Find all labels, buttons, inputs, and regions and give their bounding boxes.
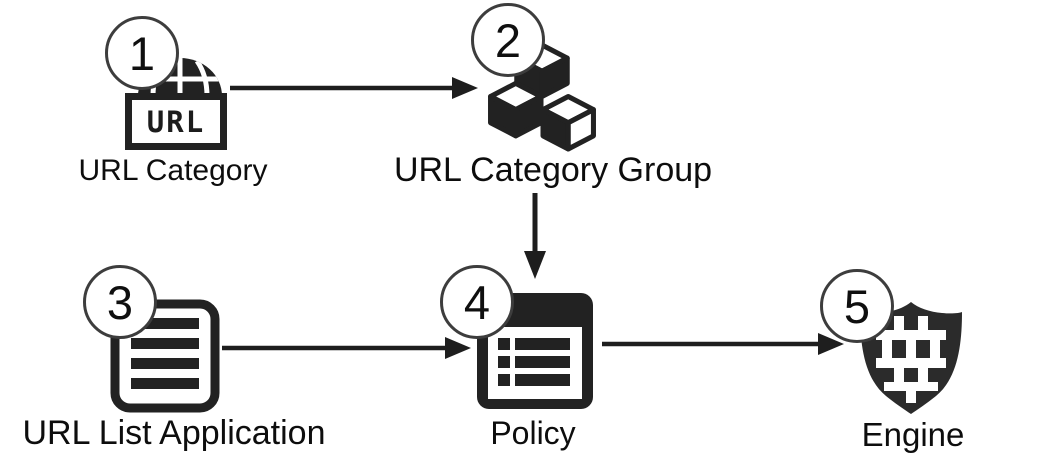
url-box-text: URL	[146, 104, 206, 139]
document-list-icon	[110, 299, 220, 413]
cubes-group-icon	[488, 42, 596, 152]
node-label-url-category-group: URL Category Group	[393, 151, 713, 189]
node-label-url-list-application: URL List Application	[22, 414, 326, 452]
node-label-engine: Engine	[861, 416, 965, 453]
step-badge-1: 1	[105, 16, 179, 90]
step-number: 5	[843, 279, 871, 333]
arrow-list-application-to-policy	[222, 337, 471, 359]
shield-firewall-icon	[860, 302, 962, 414]
step-badge-5: 5	[820, 269, 894, 343]
step-number: 1	[128, 26, 156, 80]
node-label-url-category: URL Category	[78, 154, 268, 187]
node-label-policy: Policy	[490, 415, 576, 451]
url-box-icon: URL	[125, 93, 227, 150]
step-badge-3: 3	[83, 265, 157, 339]
step-badge-2: 2	[471, 3, 545, 77]
firewall-brick-pattern	[876, 316, 946, 403]
arrow-url-category-to-group	[230, 77, 478, 99]
step-badge-4: 4	[440, 265, 514, 339]
step-number: 2	[494, 13, 522, 67]
arrow-group-to-policy	[524, 193, 546, 279]
step-number: 3	[106, 275, 134, 329]
step-number: 4	[463, 275, 491, 329]
arrow-policy-to-engine	[602, 333, 844, 355]
